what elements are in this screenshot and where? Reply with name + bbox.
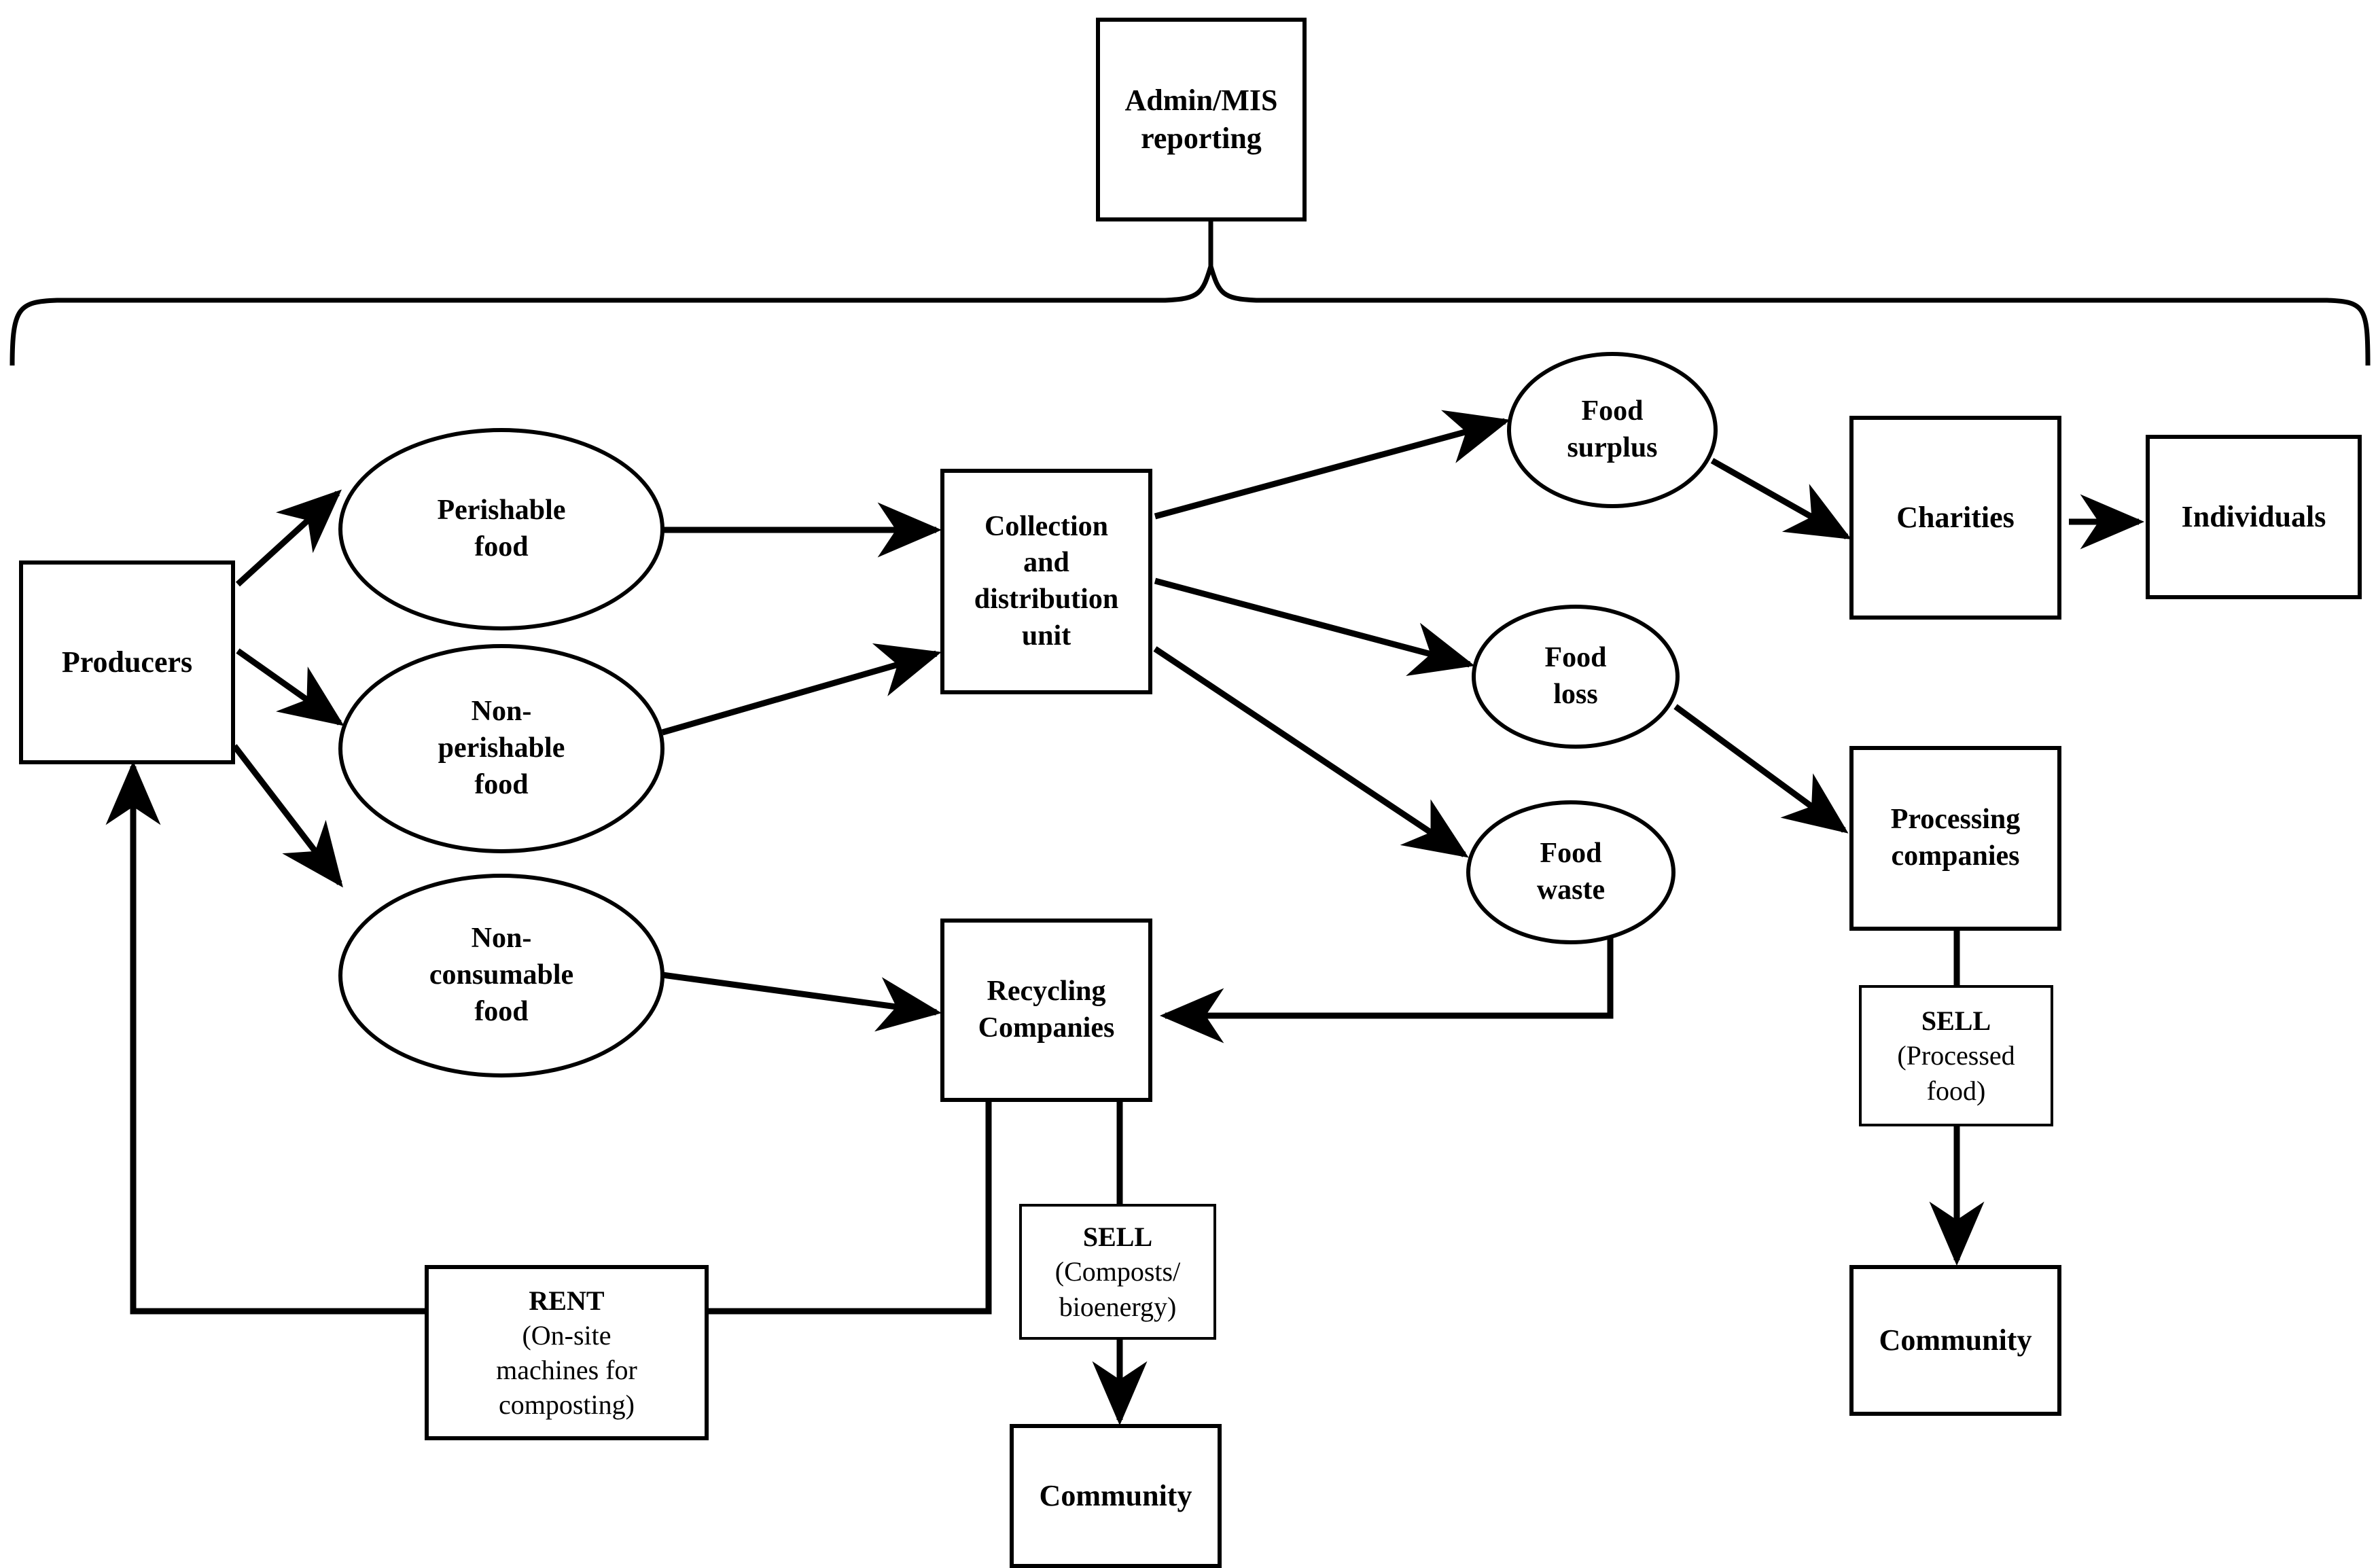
edge-collection-loss [1154, 577, 1475, 676]
rent-label-line2: machines for [496, 1355, 637, 1385]
node-producers[interactable]: Producers [19, 560, 235, 764]
foodwaste-label-line2: waste [1536, 874, 1606, 906]
nonperishable-label-line2: perishable [438, 732, 565, 764]
nonperishable-label-line3: food [474, 768, 529, 800]
node-food-waste[interactable]: Food waste [1466, 800, 1675, 944]
foodsurplus-label-line1: Food [1581, 395, 1644, 427]
node-community-bottom[interactable]: Community [1010, 1424, 1222, 1568]
node-perishable-food[interactable]: Perishable food [338, 428, 664, 630]
foodloss-label-line2: loss [1553, 679, 1598, 710]
foodwaste-label-line1: Food [1540, 838, 1602, 870]
node-non-perishable-food[interactable]: Non- perishable food [338, 644, 664, 853]
node-community-right[interactable]: Community [1849, 1265, 2061, 1416]
sellcompost-label-line1: (Composts/ [1054, 1256, 1181, 1287]
charities-label: Charities [1896, 500, 2015, 534]
foodsurplus-label-line2: surplus [1567, 432, 1658, 463]
edge-producers-perishable [235, 489, 342, 587]
perishable-label-line1: Perishable [437, 495, 566, 527]
node-rent-onsite-machines[interactable]: RENT (On-site machines for composting) [425, 1265, 709, 1440]
node-sell-composts-bioenergy[interactable]: SELL (Composts/ bioenergy) [1019, 1204, 1216, 1340]
communitybottom-label: Community [1039, 1478, 1192, 1512]
collection-label-line3: distribution [974, 584, 1119, 615]
admin-label-line1: Admin/MIS [1124, 83, 1278, 117]
sellprocessed-label-line1: (Processed [1897, 1040, 2015, 1071]
nonconsumable-label-line2: consumable [429, 959, 574, 991]
sellcompost-label-bold: SELL [1082, 1222, 1153, 1253]
node-non-consumable-food[interactable]: Non- consumable food [338, 874, 664, 1077]
node-collection-distribution-unit[interactable]: Collection and distribution unit [940, 469, 1152, 694]
processing-label-line1: Processing [1890, 804, 2021, 836]
recycling-label-line2: Companies [978, 1012, 1115, 1044]
node-food-surplus[interactable]: Food surplus [1507, 352, 1718, 508]
perishable-label-line2: food [474, 531, 529, 563]
collection-label-line1: Collection [985, 510, 1108, 542]
edge-loss-processing [1673, 704, 1849, 834]
edge-nonconsumable-recycling [662, 972, 942, 1032]
edge-producers-nonconsumable [232, 744, 343, 888]
nonperishable-label-line1: Non- [471, 696, 532, 728]
admin-label-line2: reporting [1141, 122, 1262, 155]
node-sell-processed-food[interactable]: SELL (Processed food) [1859, 985, 2053, 1126]
edge-recycling-rent [708, 1101, 992, 1315]
collection-label-line2: and [1023, 547, 1069, 579]
sellprocessed-label-line2: food) [1926, 1075, 1986, 1106]
producers-label: Producers [61, 645, 193, 679]
edge-collection-surplus [1154, 410, 1510, 520]
node-admin-mis-reporting[interactable]: Admin/MIS reporting [1096, 18, 1307, 221]
nonconsumable-label-line1: Non- [471, 923, 532, 955]
edge-producers-nonperishable [236, 648, 344, 726]
nonconsumable-label-line3: food [474, 995, 529, 1027]
rent-label-line3: composting) [499, 1389, 635, 1421]
system-brace [10, 257, 2371, 366]
node-recycling-companies[interactable]: Recycling Companies [940, 919, 1152, 1102]
sellprocessed-label-bold: SELL [1921, 1005, 1991, 1037]
edge-nonperishable-collection [661, 643, 942, 736]
communityright-label: Community [1879, 1323, 2032, 1357]
rent-label-line1: (On-site [522, 1319, 611, 1351]
edge-surplus-charities [1710, 458, 1852, 539]
processing-label-line2: companies [1891, 840, 2020, 872]
node-processing-companies[interactable]: Processing companies [1849, 746, 2061, 931]
node-individuals[interactable]: Individuals [2146, 435, 2362, 599]
recycling-label-line1: Recycling [987, 976, 1106, 1008]
individuals-label: Individuals [2181, 499, 2326, 533]
edge-collection-waste [1153, 646, 1469, 858]
node-charities[interactable]: Charities [1849, 416, 2061, 620]
foodloss-label-line1: Food [1544, 642, 1607, 674]
node-food-loss[interactable]: Food loss [1472, 605, 1680, 749]
sellcompost-label-line2: bioenergy) [1059, 1291, 1177, 1322]
rent-label-bold: RENT [529, 1285, 605, 1316]
collection-label-line4: unit [1021, 620, 1071, 652]
